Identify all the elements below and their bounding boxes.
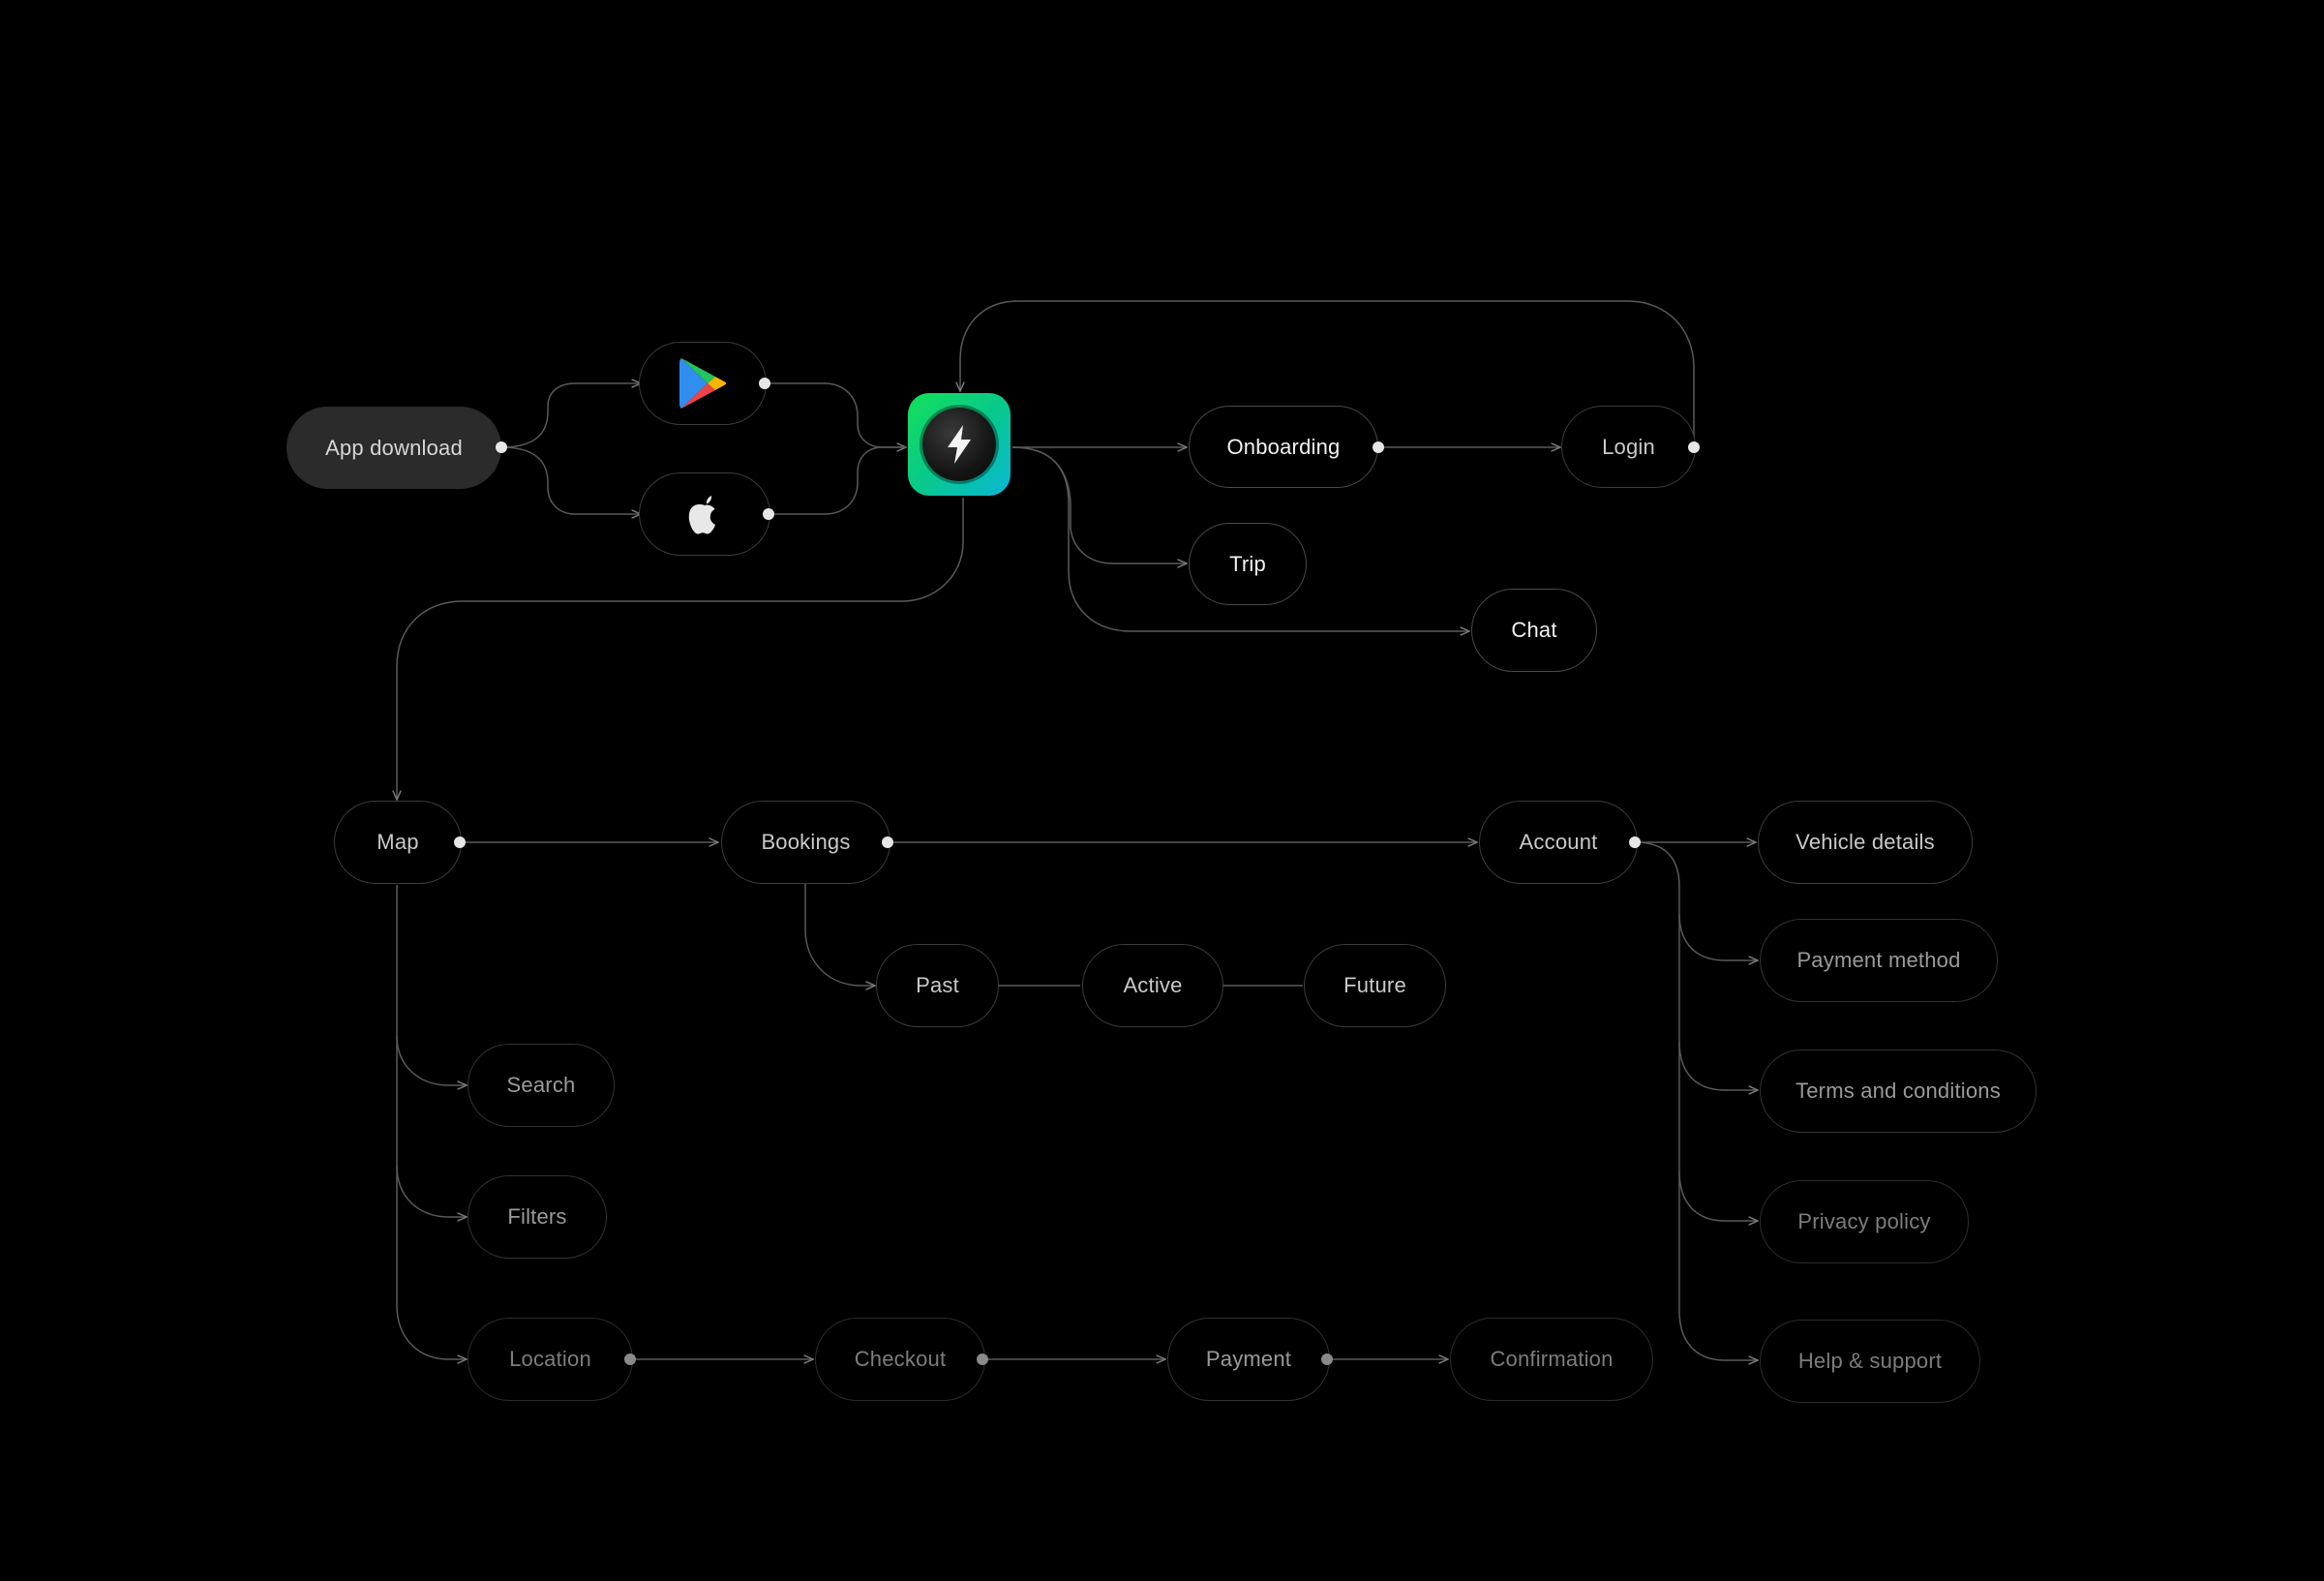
node-chat[interactable]: Chat	[1471, 589, 1597, 672]
connector-dot	[1688, 441, 1700, 453]
node-label: Vehicle details	[1796, 830, 1935, 854]
node-search[interactable]: Search	[468, 1044, 615, 1127]
node-location[interactable]: Location	[468, 1318, 633, 1401]
node-label: Trip	[1229, 551, 1266, 576]
node-help-support[interactable]: Help & support	[1760, 1320, 1980, 1403]
node-label: Privacy policy	[1797, 1209, 1931, 1233]
connector-dot	[759, 378, 770, 389]
node-label: Chat	[1511, 618, 1557, 642]
connector-dot	[624, 1353, 636, 1365]
node-label: Past	[916, 973, 959, 997]
connector-dot	[977, 1353, 988, 1365]
node-confirmation[interactable]: Confirmation	[1450, 1318, 1653, 1401]
node-map[interactable]: Map	[334, 801, 462, 884]
node-label: Account	[1519, 830, 1598, 854]
node-label: Filters	[507, 1204, 567, 1229]
connector-dot	[1373, 441, 1384, 453]
connector-dot	[454, 836, 466, 848]
app-icon-button	[922, 408, 996, 481]
node-google-play[interactable]	[639, 342, 767, 425]
node-trip[interactable]: Trip	[1189, 523, 1307, 605]
node-label: Checkout	[854, 1347, 947, 1371]
node-label: Future	[1343, 973, 1406, 997]
connector-dot	[496, 441, 507, 453]
node-vehicle-details[interactable]: Vehicle details	[1758, 801, 1973, 884]
node-login[interactable]: Login	[1561, 406, 1696, 488]
node-apple[interactable]	[639, 472, 770, 556]
node-payment-method[interactable]: Payment method	[1760, 919, 1998, 1002]
node-label: Help & support	[1797, 1349, 1943, 1373]
node-terms-and-conditions[interactable]: Terms and conditions	[1760, 1049, 2037, 1133]
node-label: Search	[506, 1073, 576, 1097]
node-app-download[interactable]: App download	[287, 407, 501, 489]
node-onboarding[interactable]: Onboarding	[1189, 406, 1378, 488]
node-payment[interactable]: Payment	[1167, 1318, 1330, 1401]
apple-icon	[688, 496, 715, 534]
node-bookings[interactable]: Bookings	[721, 801, 890, 884]
node-label: Location	[509, 1347, 591, 1371]
node-active[interactable]: Active	[1082, 944, 1223, 1027]
connector-dot	[1629, 836, 1641, 848]
node-label: Confirmation	[1490, 1347, 1614, 1371]
app-icon[interactable]	[908, 393, 1011, 496]
connector-dot	[1321, 1353, 1333, 1365]
node-future[interactable]: Future	[1304, 944, 1446, 1027]
node-checkout[interactable]: Checkout	[815, 1318, 985, 1401]
connector-dot	[763, 508, 774, 520]
node-past[interactable]: Past	[876, 944, 999, 1027]
node-label: Bookings	[761, 830, 851, 854]
lightning-bolt-icon	[948, 425, 971, 464]
node-account[interactable]: Account	[1479, 801, 1638, 884]
node-label: Login	[1602, 434, 1655, 459]
node-label: Active	[1123, 973, 1183, 997]
google-play-icon	[679, 358, 727, 409]
node-label: Payment	[1205, 1347, 1292, 1371]
node-privacy-policy[interactable]: Privacy policy	[1760, 1180, 1969, 1263]
connector-dot	[882, 836, 893, 848]
node-label: Onboarding	[1226, 434, 1341, 459]
node-label: Terms and conditions	[1796, 1079, 2001, 1103]
node-label: App download	[325, 435, 463, 460]
node-label: Payment method	[1796, 948, 1961, 972]
node-label: Map	[377, 830, 419, 854]
node-filters[interactable]: Filters	[468, 1175, 607, 1259]
